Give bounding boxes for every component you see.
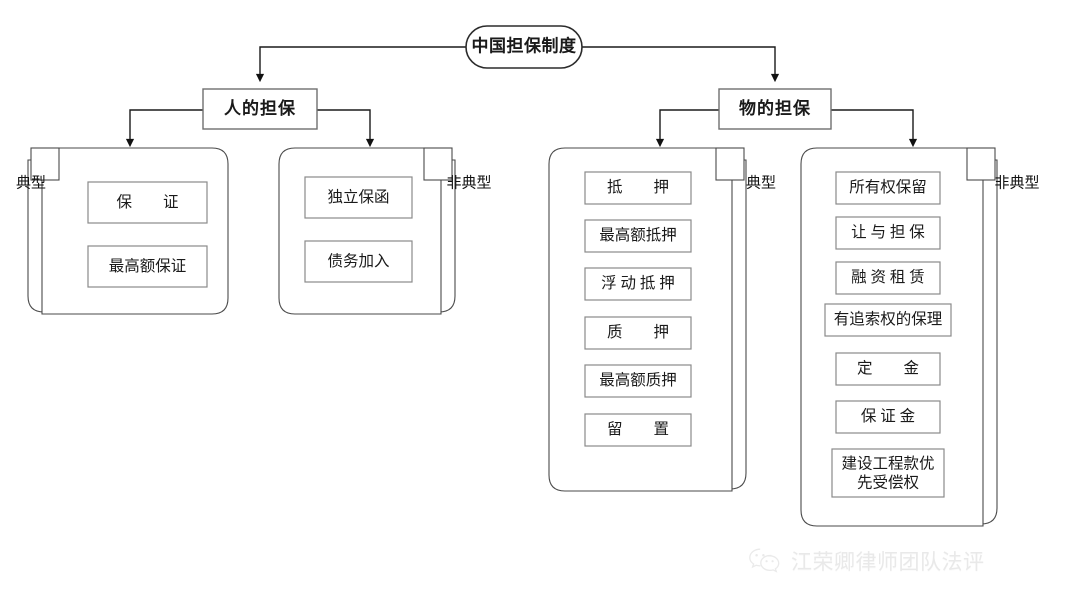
node-label: 人的担保 xyxy=(224,98,296,118)
item-label: 浮 动 抵 押 xyxy=(601,274,675,292)
item-box[interactable] xyxy=(835,171,941,205)
group-property-typical[interactable]: 典型 抵 押 最高额抵押 浮 动 抵 押 质 押 最高额质押 留 置 xyxy=(548,147,776,492)
item-box[interactable] xyxy=(87,181,208,224)
item-label: 有追索权的保理 xyxy=(834,310,943,328)
item-box[interactable] xyxy=(835,216,941,250)
item-label: 建设工程款优 xyxy=(841,455,934,473)
item-box[interactable] xyxy=(831,448,945,498)
root-label: 中国担保制度 xyxy=(472,35,577,55)
item-label: 最高额保证 xyxy=(109,257,187,275)
node-label: 物的担保 xyxy=(739,98,811,118)
connector-personal-to-typical xyxy=(125,109,203,148)
item-list: 保 证 最高额保证 xyxy=(87,181,208,288)
item-label-line2: 先受偿权 xyxy=(857,474,919,492)
item-box[interactable] xyxy=(824,303,952,337)
item-box[interactable] xyxy=(584,171,692,205)
item-list: 抵 押 最高额抵押 浮 动 抵 押 质 押 最高额质押 留 置 xyxy=(584,171,692,447)
item-label: 保 证 金 xyxy=(861,407,916,425)
item-label: 最高额质押 xyxy=(599,371,677,389)
connector-property-to-atypical xyxy=(831,109,918,148)
node-box xyxy=(202,88,318,130)
item-list: 所有权保留 让 与 担 保 融 资 租 赁 有追索权的保理 定 金 保 证 金 … xyxy=(824,171,952,498)
item-box[interactable] xyxy=(835,352,941,386)
card-front xyxy=(278,147,442,315)
item-box[interactable] xyxy=(584,267,692,301)
item-box[interactable] xyxy=(87,245,208,288)
group-tab xyxy=(30,147,60,181)
connector-layer xyxy=(125,46,918,148)
item-label: 质 押 xyxy=(607,323,669,341)
item-label: 抵 押 xyxy=(607,178,669,196)
item-list: 独立保函 债务加入 xyxy=(304,176,413,283)
card-front xyxy=(41,147,229,315)
group-personal-typical[interactable]: 典型 保 证 最高额保证 xyxy=(16,147,229,315)
group-label-typical-personal: 典型 xyxy=(16,174,46,191)
item-label: 债务加入 xyxy=(327,252,389,270)
group-tab xyxy=(715,147,745,181)
group-property-atypical[interactable]: 非典型 所有权保留 让 与 担 保 融 资 租 赁 有追索权的保理 定 金 保 … xyxy=(800,147,1040,527)
item-label: 融 资 租 赁 xyxy=(851,268,925,286)
item-box[interactable] xyxy=(835,261,941,295)
item-label: 保 证 xyxy=(116,193,178,211)
item-box[interactable] xyxy=(584,316,692,350)
group-personal-atypical[interactable]: 非典型 独立保函 债务加入 xyxy=(278,147,492,315)
item-box[interactable] xyxy=(584,364,692,398)
group-label-atypical-personal: 非典型 xyxy=(446,174,491,191)
item-box[interactable] xyxy=(584,413,692,447)
item-box[interactable] xyxy=(835,400,941,434)
node-personal[interactable]: 人的担保 xyxy=(202,88,318,130)
item-box[interactable] xyxy=(304,176,413,219)
node-box xyxy=(718,88,832,130)
group-label-atypical-property: 非典型 xyxy=(994,174,1039,191)
connector-root-to-property xyxy=(578,46,780,83)
item-label: 独立保函 xyxy=(327,188,389,206)
item-label: 让 与 担 保 xyxy=(851,223,925,241)
item-label: 定 金 xyxy=(857,359,920,377)
group-label-typical-property: 典型 xyxy=(746,174,776,191)
connector-property-to-typical xyxy=(655,109,719,148)
group-tab xyxy=(966,147,996,181)
connector-personal-to-atypical xyxy=(317,109,375,148)
item-label: 所有权保留 xyxy=(849,178,927,196)
group-tab xyxy=(423,147,453,181)
node-root[interactable]: 中国担保制度 xyxy=(465,25,583,69)
item-box[interactable] xyxy=(584,219,692,253)
item-box[interactable] xyxy=(304,240,413,283)
node-property[interactable]: 物的担保 xyxy=(718,88,832,130)
item-label: 留 置 xyxy=(607,420,669,438)
connector-root-to-personal xyxy=(255,46,470,83)
item-label: 最高额抵押 xyxy=(599,226,677,244)
root-box xyxy=(465,25,583,69)
